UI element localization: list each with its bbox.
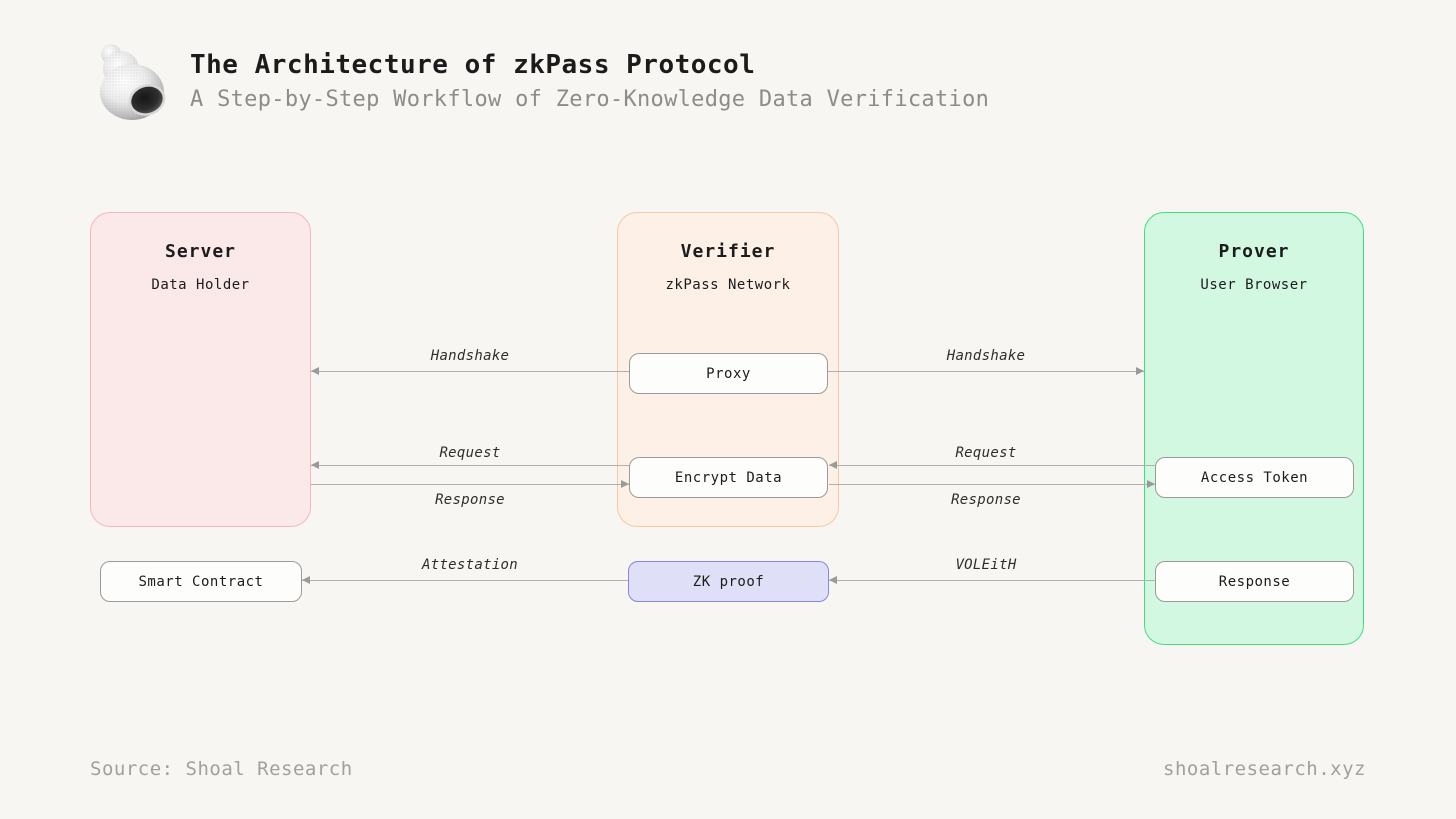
shell-logo-icon xyxy=(88,36,168,124)
node-encrypt-data: Encrypt Data xyxy=(629,457,828,498)
node-access-token: Access Token xyxy=(1155,457,1354,498)
actor-server-subtitle: Data Holder xyxy=(151,277,250,293)
page-subtitle: A Step-by-Step Workflow of Zero-Knowledg… xyxy=(190,87,990,112)
edge-label-request-right: Request xyxy=(955,445,1017,461)
page-title: The Architecture of zkPass Protocol xyxy=(190,50,756,80)
node-proxy: Proxy xyxy=(629,353,828,394)
actor-verifier-title: Verifier xyxy=(680,241,776,262)
edge-label-attestation: Attestation xyxy=(421,557,519,573)
actor-verifier-subtitle: zkPass Network xyxy=(665,277,791,293)
edge-label-voleith: VOLEitH xyxy=(955,557,1017,573)
edge-request-to-server xyxy=(311,461,629,469)
node-zk-proof: ZK proof xyxy=(628,561,829,602)
edge-response-to-prover xyxy=(829,480,1155,488)
node-response: Response xyxy=(1155,561,1354,602)
actor-server: Server Data Holder xyxy=(90,212,311,527)
edge-request-to-verifier xyxy=(829,461,1155,469)
actor-server-title: Server xyxy=(164,241,237,262)
website-text: shoalresearch.xyz xyxy=(1163,758,1366,780)
actor-prover-subtitle: User Browser xyxy=(1200,277,1308,293)
node-smart-contract: Smart Contract xyxy=(100,561,302,602)
edge-label-response-left: Response xyxy=(435,492,505,508)
edge-handshake-to-server xyxy=(311,367,629,375)
edge-attestation xyxy=(302,576,628,584)
edge-voleith xyxy=(829,576,1155,584)
actor-prover-title: Prover xyxy=(1218,241,1290,262)
edge-label-request-left: Request xyxy=(439,445,501,461)
edge-label-response-right: Response xyxy=(951,492,1021,508)
source-credit: Source: Shoal Research xyxy=(90,758,353,780)
edge-label-handshake-left: Handshake xyxy=(430,348,510,364)
edge-response-to-verifier xyxy=(311,480,629,488)
edge-handshake-to-prover xyxy=(828,367,1144,375)
edge-label-handshake-right: Handshake xyxy=(946,348,1026,364)
